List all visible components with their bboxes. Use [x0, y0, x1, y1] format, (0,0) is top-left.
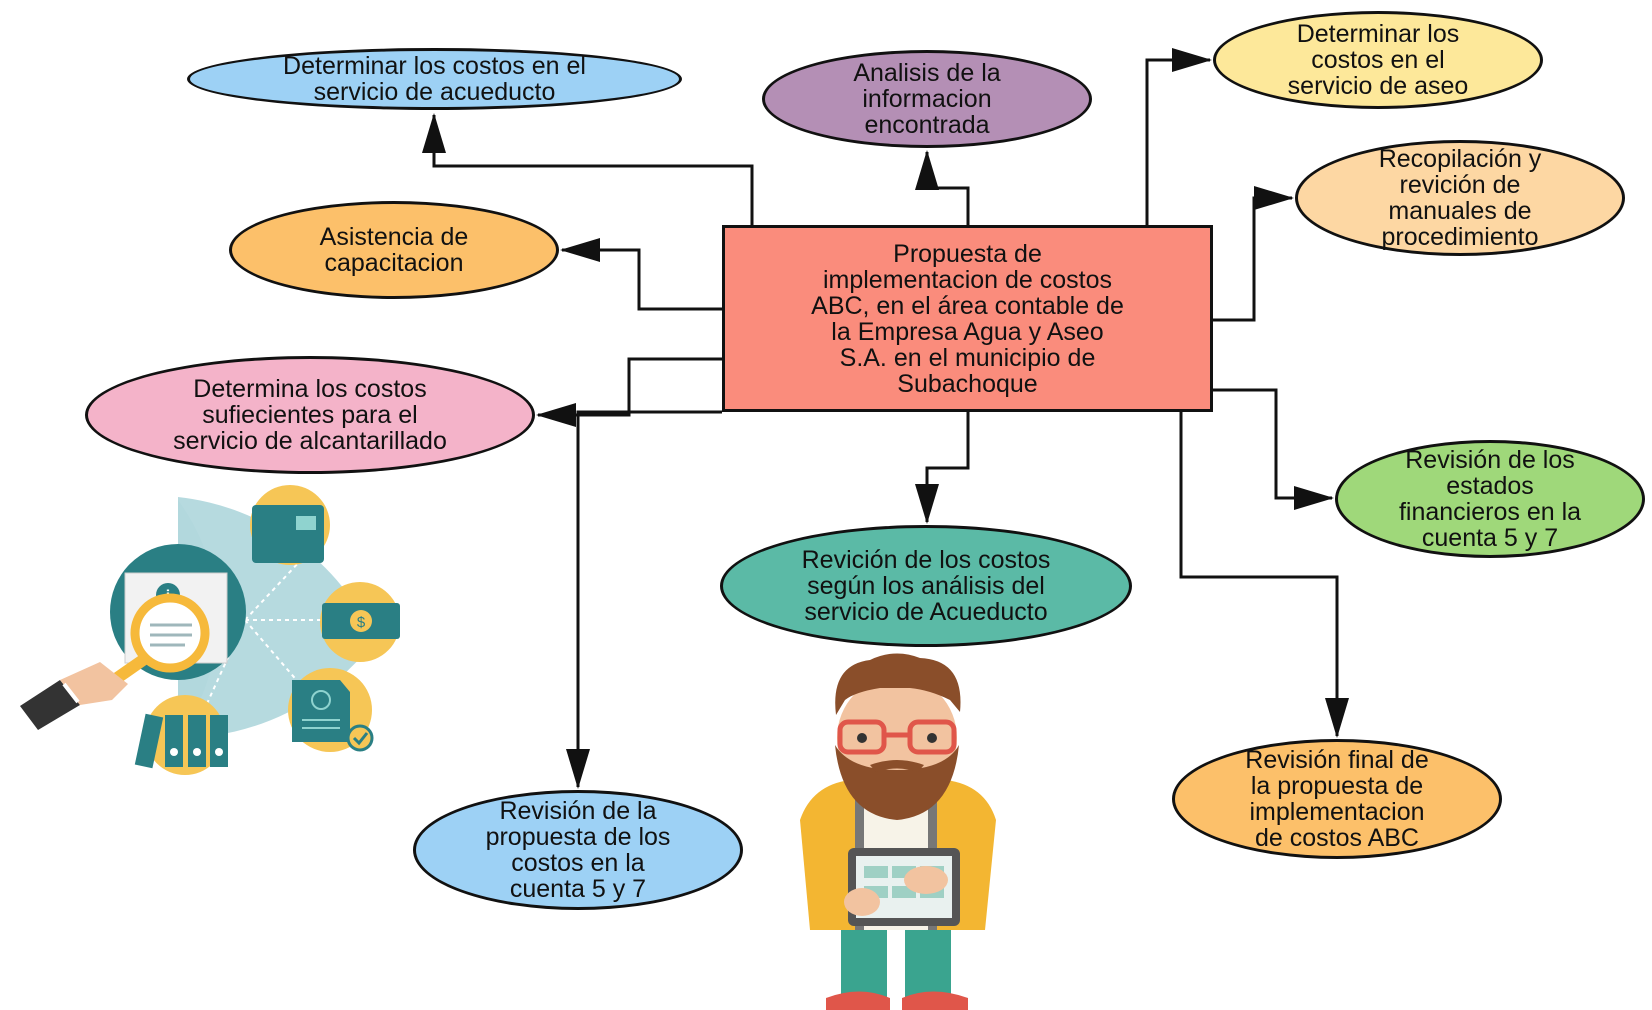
node-analisis: Analisis de la informacion encontrada	[762, 50, 1092, 148]
hand-icon	[20, 662, 128, 730]
connector-capacitacion	[560, 238, 722, 311]
node-alcantarillado: Determina los costos sufiecientes para e…	[85, 356, 535, 474]
money-icon: $	[320, 582, 400, 662]
node-manuales: Recopilación y revición de manuales de p…	[1295, 140, 1625, 256]
node-revision-propuesta: Revisión de la propuesta de los costos e…	[413, 790, 743, 910]
node-revision-final: Revisión final de la propuesta de implem…	[1172, 739, 1502, 859]
node-capacitacion: Asistencia de capacitacion	[229, 201, 559, 299]
connector-acueducto	[422, 113, 754, 225]
node-aseo: Determinar los costos en el servicio de …	[1213, 11, 1543, 109]
wallet-icon	[250, 485, 330, 565]
connector-alcantarillado	[536, 357, 722, 427]
connector-estados	[1213, 388, 1334, 510]
binders-icon	[134, 695, 228, 775]
magnifier-icon	[94, 593, 210, 696]
center-node: Propuesta de implementacion de costos AB…	[722, 225, 1213, 412]
document-analysis-illustration: $	[20, 485, 400, 775]
svg-text:$: $	[357, 614, 366, 631]
node-estados: Revisión de los estados financieros en l…	[1335, 440, 1645, 558]
connector-revicion-acueducto	[915, 412, 970, 524]
connector-revision-final	[1179, 412, 1349, 738]
connector-revision-propuesta	[566, 410, 722, 789]
connector-analisis	[915, 150, 970, 225]
connector-manuales	[1213, 186, 1294, 322]
node-acueducto: Determinar los costos en el servicio de …	[187, 48, 682, 110]
certificate-icon	[288, 668, 374, 752]
bearded-man-with-tablet-illustration	[800, 653, 996, 1010]
node-revicion-acueducto: Revición de los costos según los análisi…	[720, 525, 1132, 647]
connector-aseo	[1145, 48, 1212, 225]
